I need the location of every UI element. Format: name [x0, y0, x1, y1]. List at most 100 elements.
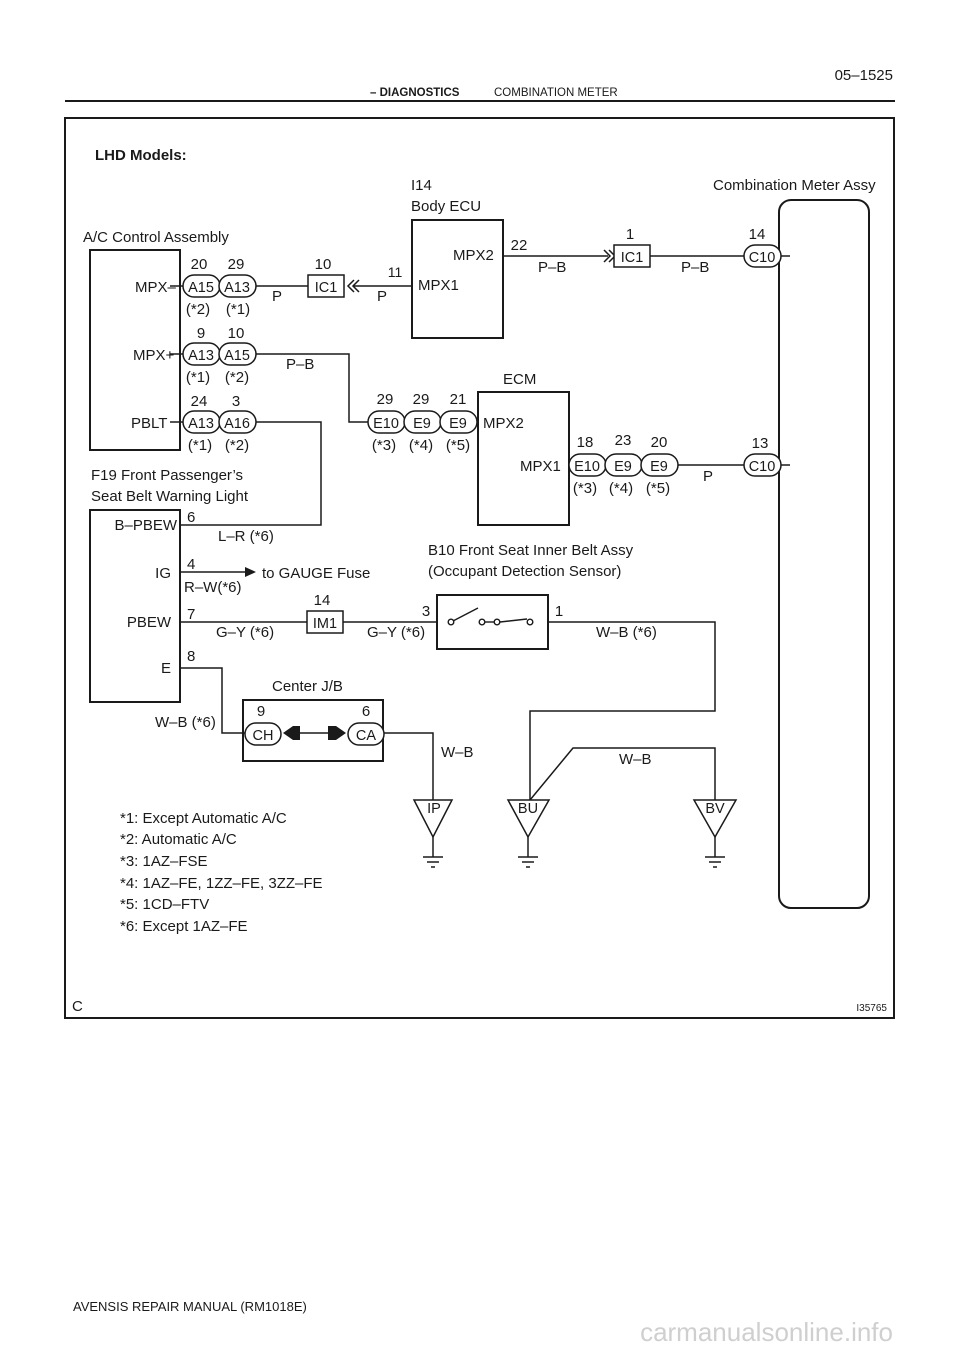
wire-label-pb-meter: P–B: [681, 259, 709, 276]
label-e9b-out: E9: [650, 459, 668, 475]
ecm-out-connectors: [568, 453, 679, 477]
wire-label-p-right: P: [377, 288, 387, 305]
wire-label-wb-b10: W–B (*6): [596, 624, 657, 641]
b10-label-1: B10 Front Seat Inner Belt Assy: [428, 542, 634, 559]
f19-pin-pbew: PBEW: [127, 614, 172, 631]
ac-control-label: A/C Control Assembly: [83, 229, 229, 246]
connector-c10-bot: [743, 453, 782, 477]
ac-pin-mpxm: MPX–: [135, 279, 177, 296]
ground-bu: [506, 799, 551, 868]
pin-e9a-in: 29: [413, 391, 430, 408]
body-ecu-box: [411, 219, 504, 339]
pin-a15-mpxp: 10: [228, 325, 245, 342]
meter-box: [778, 199, 870, 909]
arrow-icon: [245, 567, 256, 577]
pin-b10-left: 3: [422, 603, 430, 620]
pin-a15-mpxm: 20: [191, 256, 208, 273]
pin-f19-e: 8: [187, 648, 195, 665]
jb-link: [283, 726, 346, 740]
note-e9a-out: (*4): [609, 480, 633, 497]
connector-a15-mpxp: [218, 342, 257, 366]
switch-icon: [447, 607, 534, 626]
ac-connectors: [170, 274, 257, 434]
f19-label-2: Seat Belt Warning Light: [91, 488, 249, 505]
wire-label-pb-mpxp: P–B: [286, 356, 314, 373]
wire-label-p-left: P: [272, 288, 282, 305]
ecm-label: ECM: [503, 371, 536, 388]
label-c10-bot: C10: [749, 459, 776, 475]
jb-left-tab-icon: [283, 726, 300, 740]
pin-im1: 14: [314, 592, 331, 609]
label-e9b-in: E9: [449, 416, 467, 432]
ac-pin-mpxp: MPX+: [133, 347, 175, 364]
connector-im1: [306, 610, 344, 634]
wire-label-lr: L–R (*6): [218, 528, 274, 545]
wire-label-wb-bv: W–B: [619, 751, 652, 768]
connector-a16-pblt: [218, 410, 257, 434]
pin-a16-pblt: 3: [232, 393, 240, 410]
note-e9a-in: (*4): [409, 437, 433, 454]
header-section: – DIAGNOSTICS: [370, 87, 460, 99]
figure-id: I35765: [856, 1003, 887, 1014]
diagram-frame: [64, 117, 895, 1019]
pin-f19-pbew: 7: [187, 606, 195, 623]
body-ecu-pin-mpx2: MPX2: [453, 247, 494, 264]
pin-ic1-left: 10: [315, 256, 332, 273]
note-1: *1: Except Automatic A/C: [120, 810, 287, 827]
wire-e-jb: [180, 667, 245, 734]
pin-a13-pblt: 24: [191, 393, 208, 410]
note-e10-in: (*3): [372, 437, 396, 454]
connector-ca: [347, 722, 385, 746]
wire-label-p-ecm: P: [703, 468, 713, 485]
connector-ic1-left: [307, 274, 360, 298]
connector-ic1-right: [603, 244, 651, 268]
body-ecu-name: Body ECU: [411, 198, 481, 215]
wire-pblt-bpbew: [180, 421, 322, 526]
wire-bu-bv: [529, 747, 716, 826]
note-4: *4: 1AZ–FE, 1ZZ–FE, 3ZZ–FE: [120, 875, 323, 892]
ground-bu-label: BU: [518, 801, 538, 817]
pin-c10-top: 14: [749, 226, 766, 243]
corner-letter: C: [72, 998, 83, 1015]
wire-label-wb-ip: W–B: [441, 744, 474, 761]
pin-body-mpx2: 22: [511, 237, 528, 254]
pin-ic1-right: 1: [626, 226, 634, 243]
center-jb-label: Center J/B: [272, 678, 343, 695]
jb-right-tab-icon: [328, 726, 346, 740]
ecm-pin-mpx2: MPX2: [483, 415, 524, 432]
wire-b10-ground: [529, 621, 716, 826]
body-ecu-code: I14: [411, 177, 432, 194]
pin-f19-bpbew: 6: [187, 509, 195, 526]
connector-c10-top: [743, 244, 782, 268]
connector-a13-mpxm: [218, 274, 257, 298]
label-ca: CA: [356, 728, 376, 744]
f19-box: [89, 509, 181, 703]
note-e9b-in: (*5): [446, 437, 470, 454]
ground-ip-label: IP: [427, 801, 441, 817]
label-a13-mpxm: A13: [224, 280, 250, 296]
pin-body-mpx1: 11: [388, 264, 403, 280]
connector-ch: [244, 722, 282, 746]
label-e9a-out: E9: [614, 459, 632, 475]
wire-mpxp-ecm: [255, 353, 368, 423]
note-a16-pblt: (*2): [225, 437, 249, 454]
pin-e9b-in: 21: [450, 391, 467, 408]
wire-label-gy-right: G–Y (*6): [367, 624, 425, 641]
pin-a13-mpxp: 9: [197, 325, 205, 342]
label-a13-pblt: A13: [188, 416, 214, 432]
fuse-label: to GAUGE Fuse: [262, 565, 370, 582]
label-a15-mpxm: A15: [188, 280, 214, 296]
body-ecu-pin-mpx1: MPX1: [418, 277, 459, 294]
connector-e9b-in: [439, 410, 478, 434]
pin-e9b-out: 20: [651, 434, 668, 451]
note-a15-mpxm: (*2): [186, 301, 210, 318]
ac-pin-pblt: PBLT: [131, 415, 167, 432]
f19-pin-ig: IG: [155, 565, 171, 582]
f19-pin-bpbew: B–PBEW: [114, 517, 177, 534]
f19-pin-e: E: [161, 660, 171, 677]
wire-label-pb-body: P–B: [538, 259, 566, 276]
wire-label-rw: R–W(*6): [184, 579, 242, 596]
note-5: *5: 1CD–FTV: [120, 896, 209, 913]
wire-label-wb-e: W–B (*6): [155, 714, 216, 731]
